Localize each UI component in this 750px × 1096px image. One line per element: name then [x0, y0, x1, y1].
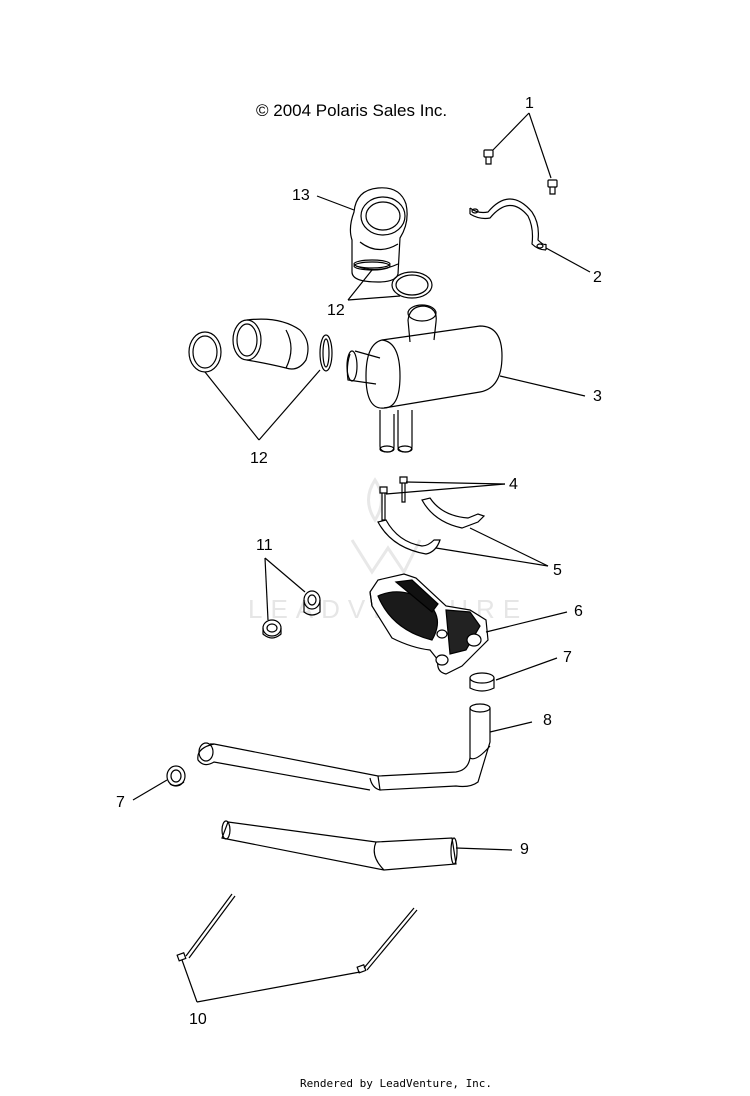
callout-7-right: 7 — [563, 649, 572, 666]
part-8-hose — [198, 704, 490, 790]
part-1-screws — [484, 150, 557, 194]
callout-11: 11 — [256, 537, 273, 554]
part-5-clamps — [378, 498, 484, 554]
part-2-strap — [470, 199, 546, 250]
leader-11b — [265, 558, 268, 620]
part-7-grommet-right — [470, 673, 494, 691]
elbow-pipe-left — [233, 319, 308, 369]
footer-credit: Rendered by LeadVenture, Inc. — [300, 1077, 493, 1090]
leader-5a — [470, 528, 548, 566]
part-11-grommets — [263, 591, 320, 638]
leader-7b — [133, 780, 167, 800]
part-12-rings-left — [189, 332, 332, 372]
callout-3: 3 — [593, 388, 602, 405]
callout-9: 9 — [520, 841, 529, 858]
callout-4: 4 — [509, 476, 518, 493]
leader-12b-1 — [205, 372, 259, 440]
callout-2: 2 — [593, 269, 602, 286]
part-9-sleeve — [222, 821, 457, 870]
callout-7-left: 7 — [116, 794, 125, 811]
leader-2 — [546, 248, 590, 272]
callout-12-bottom: 12 — [250, 450, 268, 467]
part-12-rings-top — [354, 260, 432, 298]
leader-11a — [265, 558, 305, 592]
part-3-muffler — [347, 305, 502, 452]
leader-3 — [500, 376, 585, 396]
leader-13 — [317, 196, 354, 210]
leader-1a — [493, 113, 529, 150]
leader-1b — [529, 113, 551, 178]
callout-8: 8 — [543, 712, 552, 729]
leader-4b — [406, 482, 505, 484]
part-6-bracket — [370, 574, 488, 674]
part-10-ties — [177, 894, 417, 973]
leader-8 — [490, 722, 532, 732]
part-4-screws — [380, 477, 407, 520]
leader-7a — [496, 658, 557, 680]
leader-10b — [197, 972, 360, 1002]
leader-9 — [456, 848, 512, 850]
leader-12b-2 — [259, 370, 320, 440]
leader-4a — [386, 484, 505, 494]
callout-10: 10 — [189, 1011, 207, 1028]
callout-12-top: 12 — [327, 302, 345, 319]
callout-5: 5 — [553, 562, 562, 579]
part-7-grommet-left — [167, 766, 185, 786]
leader-10a — [182, 960, 197, 1002]
leader-6 — [486, 612, 567, 632]
copyright-text: © 2004 Polaris Sales Inc. — [256, 101, 448, 120]
leader-12a-1 — [348, 270, 372, 300]
callout-1: 1 — [525, 95, 534, 112]
leader-5b — [436, 548, 548, 566]
callout-6: 6 — [574, 603, 583, 620]
leader-12a-2 — [348, 296, 400, 300]
callout-13: 13 — [292, 187, 310, 204]
